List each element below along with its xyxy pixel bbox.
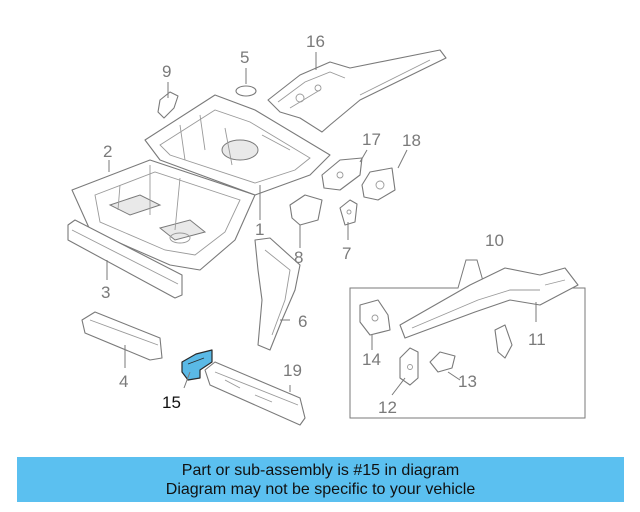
callout-8: 8 [294,248,303,267]
callout-19: 19 [283,361,302,380]
callout-11: 11 [528,330,546,349]
callout-10: 10 [485,231,504,250]
part-9-bracket [157,91,179,119]
part-12-plate [399,347,419,386]
part-8-bracket [289,194,323,226]
part-1-rear-floor [144,94,331,196]
callout-14: 14 [362,350,381,369]
banner-line-2: Diagram may not be specific to your vehi… [165,480,476,498]
info-banner: Part or sub-assembly is #15 in diagram D… [17,457,624,502]
part-17-bracket [321,157,363,191]
callout-9: 9 [162,62,171,81]
callout-15[interactable]: 15 [162,393,181,412]
part-14-bracket [359,299,391,336]
part-7-clip [339,199,358,226]
banner-line-1: Part or sub-assembly is #15 in diagram [181,461,460,479]
callout-3: 3 [101,283,110,302]
part-3-sill [67,219,183,299]
part-16-rear-member [267,49,447,133]
part-6-wheelhouse [254,237,301,351]
part-19-crossmember [204,361,306,426]
callout-13: 13 [458,372,477,391]
part-13-bracket [429,351,456,373]
part-11-rail [399,267,579,339]
leader-lines [106,52,537,396]
part-18-bracket [361,167,396,201]
part-4-reinforcement [81,311,163,361]
callout-16: 16 [306,32,325,51]
callout-17: 17 [362,130,381,149]
callout-6: 6 [298,312,307,331]
callout-1: 1 [255,220,264,239]
callout-4: 4 [119,372,128,391]
callout-labels: 1 2 3 4 5 6 7 8 9 10 11 12 13 14 15 16 1… [101,32,546,417]
callout-2: 2 [103,142,112,161]
part-11-small-bracket [494,324,513,359]
callout-12: 12 [378,398,397,417]
callout-5: 5 [240,48,249,67]
part-5-plug [235,85,257,97]
callout-18: 18 [402,131,421,150]
callout-7: 7 [342,244,351,263]
